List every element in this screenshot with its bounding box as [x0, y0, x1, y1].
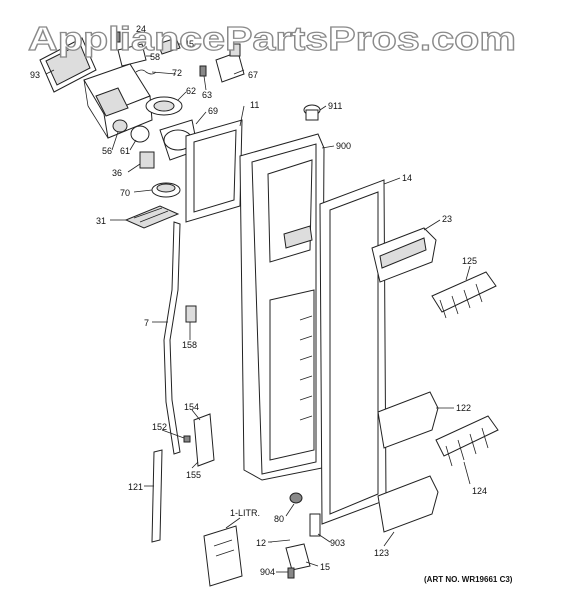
part-903-tube	[309, 513, 321, 537]
watermark-text: AppliancePartsPros.com	[28, 20, 516, 57]
label-155: 155	[186, 470, 201, 480]
label-45: 45	[184, 39, 194, 49]
label-36: 36	[112, 168, 122, 178]
label-904: 904	[260, 567, 275, 577]
label-122: 122	[456, 403, 471, 413]
label-911: 911	[328, 101, 342, 111]
label-15: 15	[320, 562, 330, 572]
part-123-bin	[377, 475, 439, 533]
label-11: 11	[250, 100, 259, 110]
part-62-ring	[145, 96, 183, 116]
part-7-trim-strip	[163, 221, 181, 455]
label-125: 125	[462, 256, 477, 266]
part-122-bin	[377, 391, 439, 449]
part-911-plug	[303, 104, 321, 121]
label-152: 152	[152, 422, 167, 432]
part-70-cap	[151, 182, 181, 198]
part-11-inner-panel	[185, 119, 243, 223]
art-number: (ART NO. WR19661 C3)	[424, 575, 513, 584]
part-80-grommet	[289, 492, 303, 504]
leader-lines	[45, 43, 471, 573]
label-24: 24	[136, 24, 146, 34]
part-14-gasket	[319, 179, 387, 525]
label-903: 903	[330, 538, 345, 548]
label-67: 67	[248, 70, 258, 80]
label-70: 70	[120, 188, 130, 198]
part-23-bin	[371, 227, 437, 283]
label-124: 124	[472, 486, 487, 496]
part-152-screw	[183, 435, 191, 443]
label-121: 121	[128, 482, 143, 492]
part-124-shelf	[435, 415, 499, 467]
part-61-bulb	[130, 125, 150, 143]
label-900: 900	[336, 141, 351, 151]
label-1-litr: 1-LITR.	[230, 508, 260, 518]
label-123: 123	[374, 548, 389, 558]
label-154: 154	[184, 402, 199, 412]
label-61: 61	[120, 146, 130, 156]
part-63-screw	[199, 65, 207, 77]
part-125-shelf	[431, 271, 497, 319]
label-62: 62	[186, 86, 196, 96]
part-158-clip	[185, 305, 197, 323]
label-72: 72	[172, 68, 182, 78]
part-904-screw	[287, 567, 295, 579]
part-900-door	[239, 133, 325, 481]
label-69: 69	[208, 106, 218, 116]
part-154-hinge	[193, 413, 215, 467]
part-56-light-socket	[112, 119, 128, 133]
label-58: 58	[150, 52, 160, 62]
label-93: 93	[30, 70, 40, 80]
label-31: 31	[96, 216, 106, 226]
label-14: 14	[402, 173, 412, 183]
part-24-clip	[113, 31, 121, 43]
label-80: 80	[274, 514, 284, 524]
label-23: 23	[442, 214, 452, 224]
part-36-switch	[139, 151, 155, 169]
part-31-grille	[124, 205, 180, 229]
part-15-valve	[285, 543, 311, 571]
part-93-display-panel	[39, 37, 97, 93]
label-7: 7	[144, 318, 149, 328]
part-58-bracket	[117, 43, 147, 67]
part-121-trim	[151, 449, 163, 543]
part-1-litr-booklet	[203, 525, 243, 587]
part-45-latch	[157, 37, 181, 55]
part-72-spring	[135, 69, 157, 75]
label-158: 158	[182, 340, 197, 350]
label-56: 56	[102, 146, 112, 156]
part-labels: 93 24 58 45 72 63 67 62 11 911 69 56 61 …	[30, 24, 487, 577]
label-12: 12	[256, 538, 266, 548]
label-63: 63	[202, 90, 212, 100]
part-67-bracket	[215, 43, 245, 83]
part-12-pin	[269, 539, 291, 543]
